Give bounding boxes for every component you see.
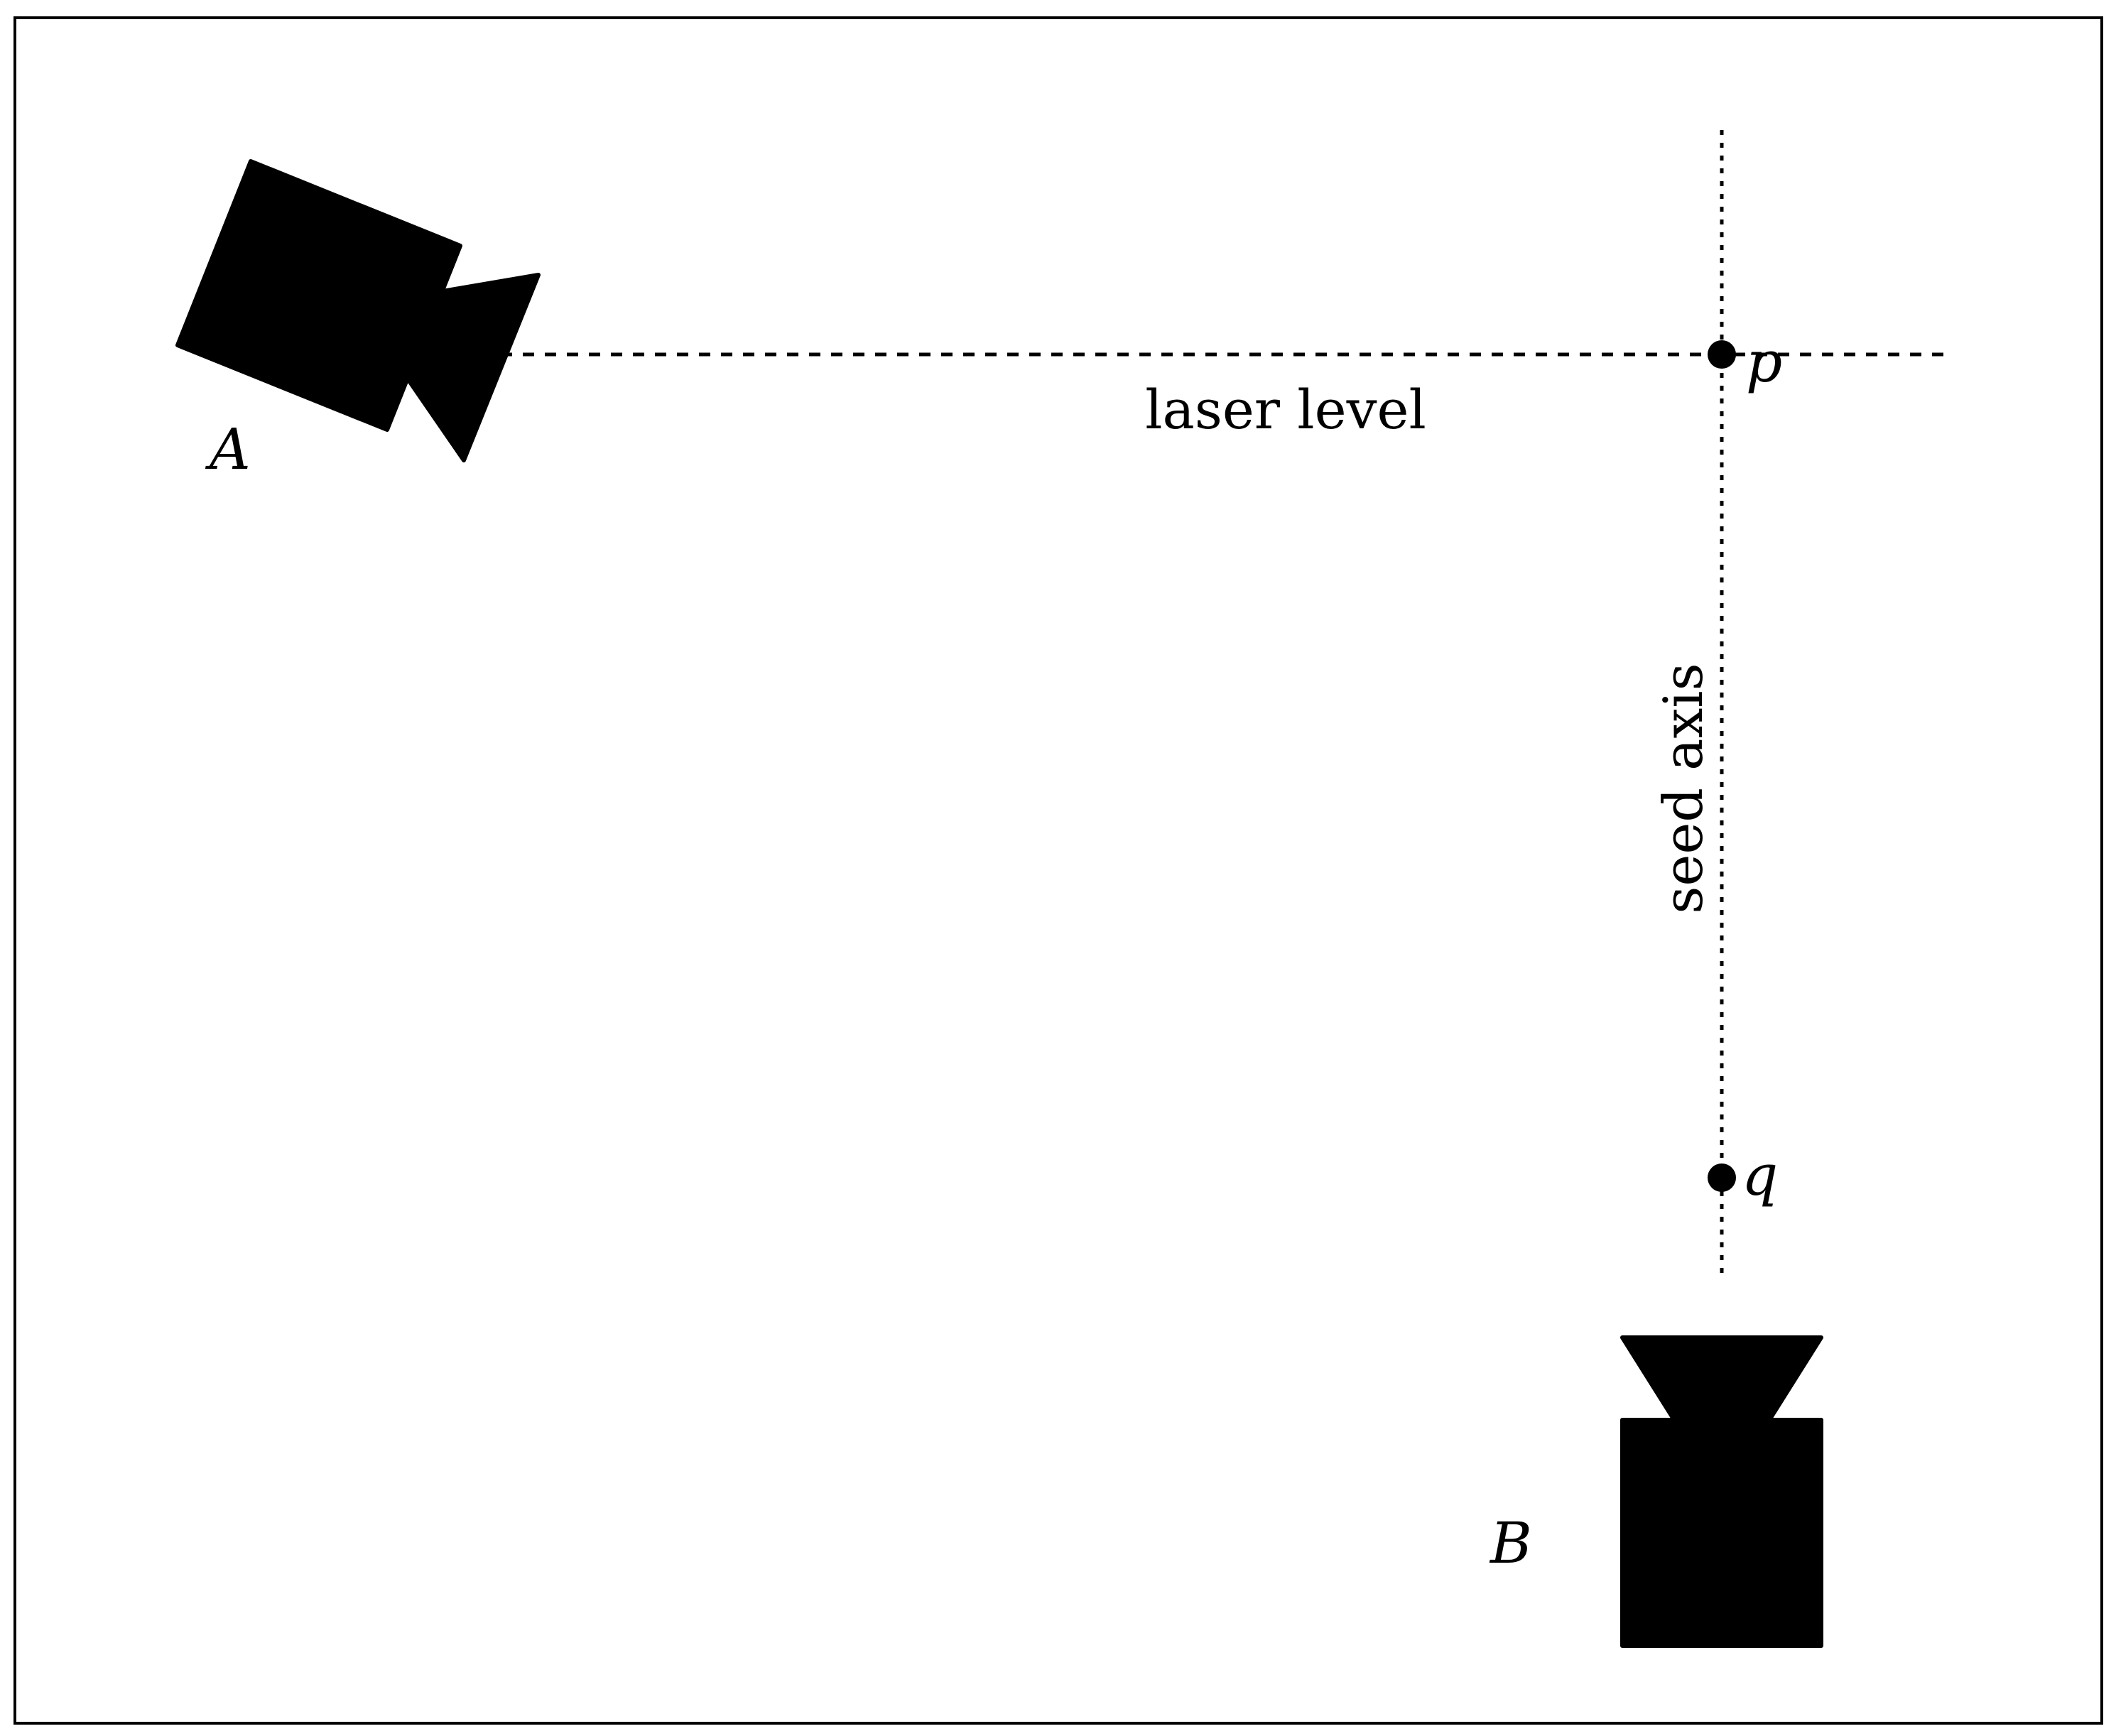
point-q-label: q (1742, 1142, 1778, 1208)
camera-b-label: B (1489, 1510, 1532, 1576)
camera-b-body (1620, 1418, 1823, 1648)
laser-level-label: laser level (1145, 378, 1426, 441)
camera-a-icon (175, 159, 541, 462)
seed-axis-label: seed axis (1651, 663, 1715, 913)
diagram-frame (13, 16, 2103, 1725)
camera-b-lens (1620, 1335, 1823, 1422)
camera-a-label: A (205, 416, 251, 482)
point-q-marker (1708, 1163, 1736, 1192)
camera-a-body (175, 159, 462, 432)
point-p-marker (1708, 340, 1736, 369)
point-p-label: p (1746, 329, 1782, 395)
camera-a-lens (402, 273, 541, 462)
camera-b-icon (1620, 1335, 1823, 1648)
